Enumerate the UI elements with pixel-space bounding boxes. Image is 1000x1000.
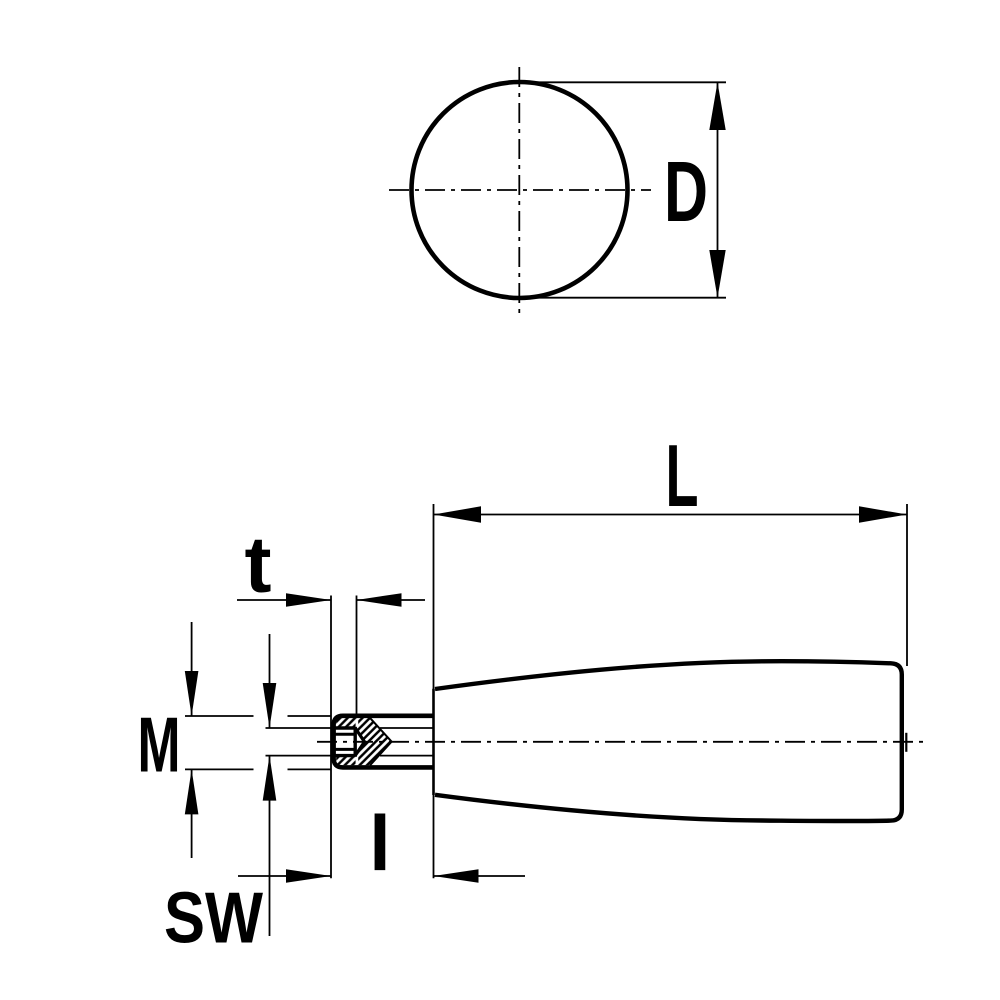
arrowhead-down: [184, 671, 199, 716]
dimension-thread: M: [138, 622, 332, 858]
arrowhead-up: [262, 755, 277, 801]
arrowhead-down: [262, 683, 277, 728]
dim-label-M: M: [138, 701, 181, 789]
dim-label-D: D: [664, 145, 708, 240]
arrowhead-left: [356, 593, 402, 607]
dimension-wrench-size: SW: [164, 634, 332, 959]
dim-label-t: t: [245, 520, 272, 609]
arrowhead-down: [709, 250, 726, 298]
arrowhead-right: [286, 869, 331, 883]
dim-label-SW: SW: [164, 879, 263, 959]
arrowhead-right: [859, 506, 907, 523]
section-hatching: [336, 717, 392, 766]
dimension-socket-depth: t: [237, 520, 425, 609]
arrowhead-up: [709, 82, 726, 130]
dim-label-l: l: [369, 799, 391, 887]
dim-label-L: L: [666, 426, 699, 525]
top-view: D: [389, 67, 726, 318]
arrowhead-right: [286, 593, 331, 607]
arrowhead-left: [433, 869, 479, 883]
dimension-stud-length: l: [238, 799, 525, 887]
dimension-length: L: [433, 426, 907, 525]
dimension-diameter: D: [519, 81, 726, 299]
arrowhead-up: [184, 769, 199, 815]
front-view: L t M SW: [138, 426, 927, 959]
arrowhead-left: [433, 506, 481, 523]
